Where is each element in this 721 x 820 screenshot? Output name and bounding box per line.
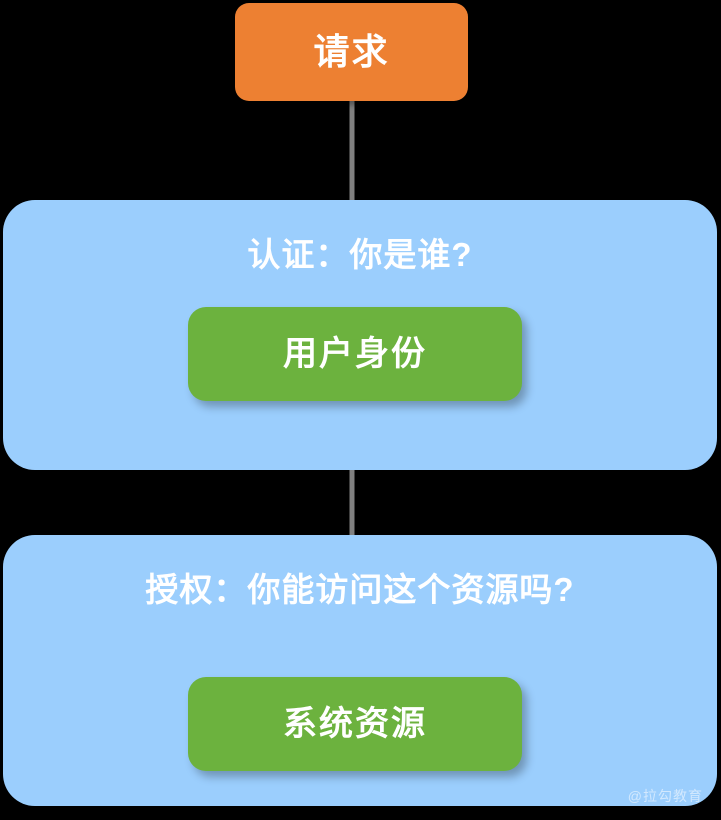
watermark: @拉勾教育 (627, 788, 703, 804)
node-request[interactable]: 请求 (235, 3, 468, 101)
node-request-label: 请求 (313, 31, 390, 72)
group-authentication[interactable]: 认证：你是谁? 用户身份 (3, 200, 717, 470)
group-authorization[interactable]: 授权：你能访问这个资源吗? 系统资源 (3, 535, 717, 806)
node-user-identity[interactable]: 用户身份 (188, 307, 522, 401)
node-user-identity-label: 用户身份 (283, 335, 427, 373)
node-system-resource[interactable]: 系统资源 (188, 677, 522, 771)
node-system-resource-label: 系统资源 (283, 705, 427, 743)
group-authorization-title: 授权：你能访问这个资源吗? (145, 571, 575, 608)
group-authentication-title: 认证：你是谁? (247, 236, 473, 273)
